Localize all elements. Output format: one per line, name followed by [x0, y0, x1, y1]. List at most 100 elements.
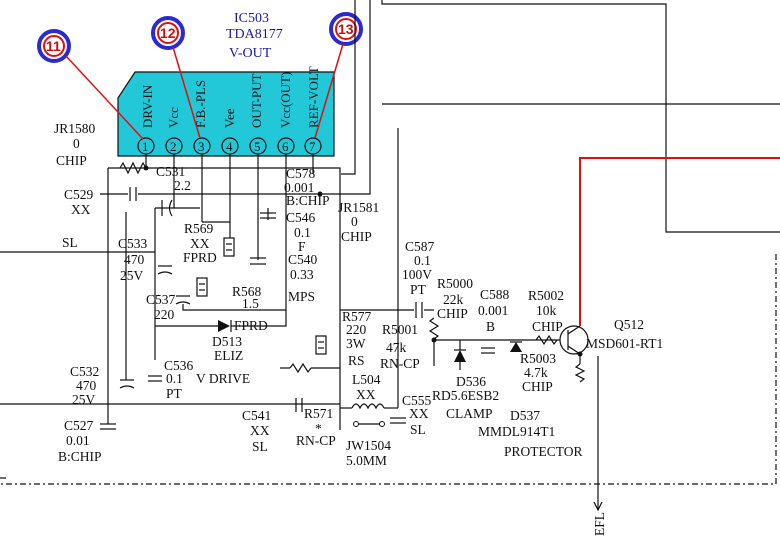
pin-name-2: Vcc [166, 107, 181, 128]
svg-text:SL: SL [62, 235, 78, 250]
pin-name-7: REF-VOLT [306, 66, 321, 128]
svg-text:ELIZ: ELIZ [214, 348, 243, 363]
pin-num-6: 6 [282, 139, 289, 154]
svg-text:CHIP: CHIP [522, 379, 553, 394]
svg-text:MSD601-RT1: MSD601-RT1 [586, 336, 663, 351]
svg-text:MMDL914T1: MMDL914T1 [478, 424, 555, 439]
svg-text:SL: SL [252, 439, 268, 454]
svg-text:XX: XX [356, 387, 376, 402]
svg-text:100V: 100V [402, 267, 432, 282]
svg-text:R5000: R5000 [437, 276, 473, 291]
svg-text:R569: R569 [184, 221, 214, 236]
svg-text:PT: PT [410, 282, 427, 297]
svg-text:PROTECTOR: PROTECTOR [504, 444, 583, 459]
board-outline-right [0, 254, 777, 485]
pin-num-4: 4 [226, 139, 233, 154]
svg-text:11: 11 [46, 38, 61, 54]
pin-name-4: Vee [222, 108, 237, 128]
svg-text:0.1: 0.1 [294, 225, 311, 240]
svg-text:3W: 3W [346, 336, 366, 351]
svg-text:JR1580: JR1580 [54, 121, 96, 136]
svg-text:C587: C587 [405, 239, 435, 254]
svg-text:RS: RS [348, 353, 365, 368]
svg-text:XX: XX [409, 406, 429, 421]
pin-num-3: 3 [198, 139, 205, 154]
svg-text:C588: C588 [480, 287, 510, 302]
svg-text:R5003: R5003 [520, 351, 556, 366]
svg-text:EFL: EFL [592, 512, 607, 536]
svg-text:RD5.6ESB2: RD5.6ESB2 [432, 388, 499, 403]
svg-text:C540: C540 [288, 252, 318, 267]
svg-text:12: 12 [160, 25, 176, 41]
wiring [0, 0, 780, 512]
svg-text:JR1581: JR1581 [338, 200, 379, 215]
svg-text:RN-CP: RN-CP [296, 433, 336, 448]
svg-text:Q512: Q512 [614, 317, 644, 332]
svg-text:47k: 47k [386, 340, 407, 355]
svg-text:R5002: R5002 [528, 288, 564, 303]
callout-13: 13 [314, 12, 363, 139]
svg-text:MPS: MPS [288, 289, 315, 304]
pin-num-1: 1 [142, 139, 149, 154]
svg-text:F: F [298, 239, 306, 254]
svg-text:C536: C536 [164, 358, 194, 373]
svg-text:CHIP: CHIP [532, 319, 563, 334]
svg-text:B: B [486, 319, 495, 334]
svg-text:C578: C578 [286, 166, 316, 181]
svg-text:5.0MM: 5.0MM [346, 453, 387, 468]
svg-text:0.1: 0.1 [414, 253, 431, 268]
svg-text:0.1: 0.1 [166, 371, 183, 386]
svg-text:22k: 22k [443, 292, 464, 307]
svg-text:25V: 25V [120, 268, 144, 283]
svg-text:CHIP: CHIP [341, 229, 372, 244]
svg-text:25V: 25V [72, 392, 96, 407]
component-labels: JR1580 0 CHIP C529 XX C531 2.2 C578 0.00… [54, 121, 663, 536]
ic503-body [117, 71, 335, 157]
svg-text:C527: C527 [64, 418, 94, 433]
svg-text:C531: C531 [156, 164, 185, 179]
svg-text:JW1504: JW1504 [346, 438, 391, 453]
svg-text:2.2: 2.2 [174, 178, 191, 193]
svg-text:13: 13 [338, 21, 354, 37]
svg-text:C529: C529 [64, 187, 94, 202]
svg-text:L504: L504 [352, 372, 381, 387]
svg-text:470: 470 [76, 378, 97, 393]
svg-text:RN-CP: RN-CP [380, 356, 420, 371]
svg-text:R571: R571 [304, 406, 333, 421]
svg-text:R5001: R5001 [382, 322, 418, 337]
svg-text:0.01: 0.01 [66, 433, 90, 448]
svg-text:220: 220 [346, 322, 367, 337]
svg-text:C555: C555 [402, 393, 432, 408]
pin-name-6: Vcc(OUT) [278, 72, 293, 128]
svg-text:CHIP: CHIP [437, 306, 468, 321]
svg-text:SL: SL [410, 422, 426, 437]
svg-text:10k: 10k [536, 303, 557, 318]
svg-text:0: 0 [73, 136, 80, 151]
svg-text:R568: R568 [232, 284, 262, 299]
svg-text:0.001: 0.001 [478, 303, 508, 318]
svg-text:B:CHIP: B:CHIP [286, 193, 330, 208]
svg-text:0.33: 0.33 [290, 267, 314, 282]
svg-text:C532: C532 [70, 364, 99, 379]
pin-name-1: DRV-IN [140, 84, 155, 128]
svg-text:C546: C546 [286, 210, 316, 225]
callout-11: 11 [37, 29, 144, 140]
svg-text:0.001: 0.001 [284, 180, 314, 195]
svg-text:470: 470 [124, 252, 145, 267]
pin-name-5: OUT-PUT [249, 74, 264, 128]
pin-circles [137, 137, 322, 155]
svg-text:CHIP: CHIP [56, 153, 87, 168]
svg-text:B:CHIP: B:CHIP [58, 449, 102, 464]
svg-text:1.5: 1.5 [242, 296, 259, 311]
ic-ref-label: IC503 [234, 11, 269, 26]
svg-text:C533: C533 [118, 236, 148, 251]
svg-text:FPRD: FPRD [234, 318, 268, 333]
svg-text:C537: C537 [146, 292, 176, 307]
svg-text:*: * [315, 421, 322, 436]
highlight-trace [579, 157, 780, 326]
svg-text:XX: XX [71, 202, 91, 217]
pin-num-7: 7 [309, 139, 316, 154]
svg-text:4.7k: 4.7k [524, 365, 548, 380]
ic-part-label: TDA8177 [226, 27, 283, 42]
svg-text:0: 0 [351, 214, 358, 229]
